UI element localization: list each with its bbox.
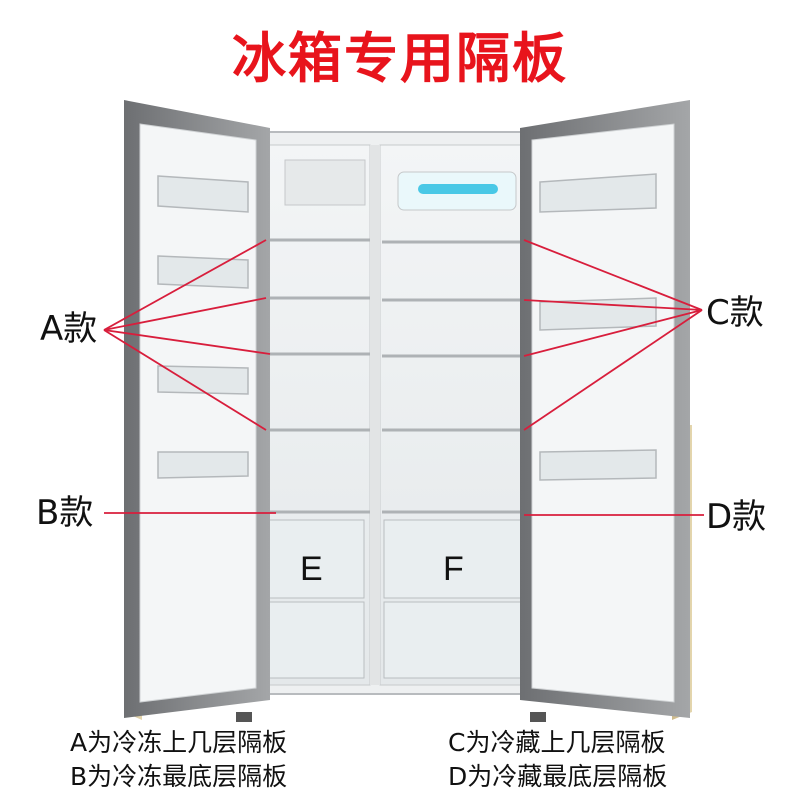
label-b: B款 (36, 493, 94, 533)
freezer-vent (284, 159, 366, 206)
drawer-label-e: E (300, 550, 323, 588)
freezer-drawer-upper (267, 519, 365, 599)
fridge-drawer-upper (383, 519, 525, 599)
caption-b: B为冷冻最底层隔板 (70, 762, 288, 791)
caption-d: D为冷藏最底层隔板 (448, 762, 668, 791)
freezer-drawer-lower (267, 601, 365, 679)
right-door-inner (531, 123, 675, 703)
caption-c: C为冷藏上几层隔板 (448, 728, 666, 757)
caption-a: A为冷冻上几层隔板 (70, 728, 288, 757)
pointer-lines (103, 239, 704, 516)
label-c: C款 (706, 293, 764, 333)
label-a: A款 (40, 309, 98, 349)
label-d: D款 (706, 497, 767, 537)
fridge-drawer-lower (383, 601, 525, 679)
drawer-label-f: F (443, 550, 464, 588)
page-title: 冰箱专用隔板 (232, 27, 568, 90)
centre-divider (370, 145, 380, 685)
